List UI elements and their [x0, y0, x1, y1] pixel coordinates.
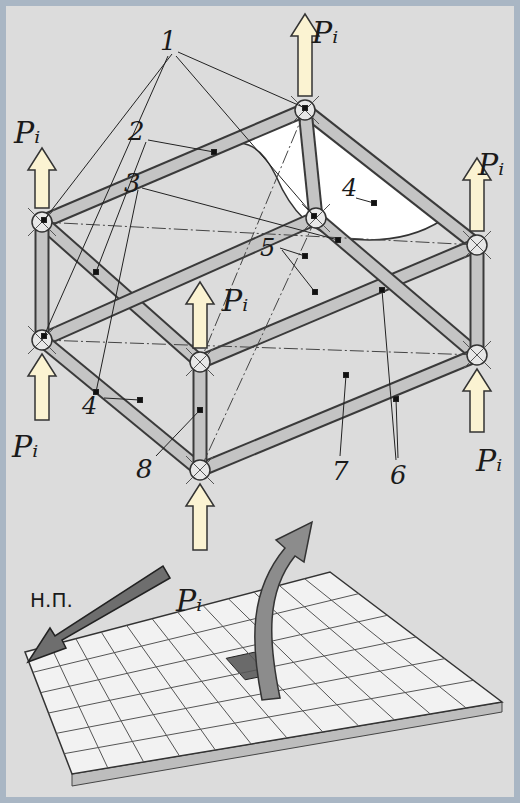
- joint-axis: [186, 456, 214, 484]
- load-arrows: [28, 14, 491, 550]
- force-label: Pᵢ: [222, 286, 248, 316]
- frame-bar: [42, 110, 305, 222]
- leader-line: [156, 410, 200, 456]
- joint-axis: [291, 96, 319, 124]
- leader-dot: [312, 214, 317, 219]
- force-label: Pᵢ: [12, 432, 38, 462]
- force-label: Pᵢ: [478, 150, 504, 180]
- force-arrow: [28, 354, 56, 420]
- joint-axis: [463, 341, 491, 369]
- leader-lines: [42, 52, 399, 460]
- callout-number: 2: [128, 118, 145, 144]
- leader-line: [382, 290, 396, 460]
- leader-line: [142, 188, 338, 240]
- frame-bar: [200, 355, 477, 470]
- leader-dot: [212, 150, 217, 155]
- joint-axis: [302, 204, 330, 232]
- joint-axis: [302, 204, 330, 232]
- callout-number: 8: [136, 456, 153, 482]
- frame-bar: [42, 340, 200, 470]
- leader-dot: [42, 218, 47, 223]
- force-arrow: [186, 484, 214, 550]
- axis-line: [200, 218, 316, 470]
- center-lines: [42, 110, 477, 470]
- joint-axis: [28, 326, 56, 354]
- leader-line: [340, 375, 346, 456]
- leader-dot: [380, 288, 385, 293]
- joint-axis: [186, 348, 214, 376]
- detail-arrow: [255, 522, 312, 700]
- leader-dot: [372, 201, 377, 206]
- flight-direction-arrow: [28, 566, 170, 662]
- leader-line: [104, 398, 140, 400]
- force-label: Pᵢ: [312, 18, 338, 48]
- force-arrow: [463, 369, 491, 432]
- frame-bar: [37, 222, 48, 340]
- frame-bar: [316, 218, 477, 355]
- leader-dot: [198, 408, 203, 413]
- leader-dot: [394, 397, 399, 402]
- leader-line: [396, 399, 398, 458]
- frame-bar: [42, 110, 305, 222]
- joint-axis: [28, 208, 56, 236]
- leader-line: [96, 190, 138, 392]
- frame-bar: [42, 218, 316, 340]
- axis-line: [42, 340, 477, 355]
- frame-bar: [470, 245, 485, 355]
- joint-axis: [463, 341, 491, 369]
- callout-number: 6: [390, 462, 407, 488]
- frame-bar: [305, 110, 316, 218]
- force-label: Pᵢ: [476, 446, 502, 476]
- callout-number: 4: [342, 176, 357, 200]
- leader-dot: [138, 398, 143, 403]
- force-label: Pᵢ: [14, 118, 40, 148]
- direction-label: Н.П.: [30, 590, 73, 610]
- frame-bar: [195, 362, 206, 470]
- frame-bar: [472, 245, 483, 355]
- hinge-joints: [28, 96, 491, 484]
- joint-axis: [186, 348, 214, 376]
- leader-dot: [344, 373, 349, 378]
- leader-line: [282, 250, 315, 292]
- frame-bar: [35, 222, 50, 340]
- force-label: Pᵢ: [176, 586, 202, 616]
- callout-number: 1: [160, 28, 177, 54]
- frame-bar: [316, 218, 477, 355]
- leader-line: [96, 142, 146, 272]
- leader-line: [44, 56, 168, 336]
- frame-bars: [42, 110, 477, 470]
- leader-dot: [94, 270, 99, 275]
- force-arrow: [28, 148, 56, 208]
- leader-dot: [42, 334, 47, 339]
- axis-line: [200, 110, 305, 362]
- leader-line: [148, 140, 214, 152]
- frame-bar: [200, 355, 477, 470]
- leader-dot: [313, 290, 318, 295]
- leader-dot: [336, 238, 341, 243]
- joint-axis: [463, 231, 491, 259]
- joint-axis: [28, 208, 56, 236]
- joint-axis: [291, 96, 319, 124]
- frame-bar: [305, 110, 316, 218]
- callout-number: 5: [260, 236, 275, 260]
- callout-number: 3: [124, 170, 141, 196]
- joint-axis: [186, 456, 214, 484]
- joint-axis: [463, 231, 491, 259]
- leader-dot: [303, 254, 308, 259]
- frame-bar: [42, 218, 316, 340]
- leader-line: [176, 56, 314, 216]
- frame-bar: [42, 340, 200, 470]
- callout-number: 7: [332, 458, 349, 484]
- callout-number: 4: [82, 394, 97, 418]
- joint-axis: [28, 326, 56, 354]
- force-arrow: [186, 282, 214, 348]
- leader-dot: [303, 106, 308, 111]
- leader-line: [44, 54, 172, 220]
